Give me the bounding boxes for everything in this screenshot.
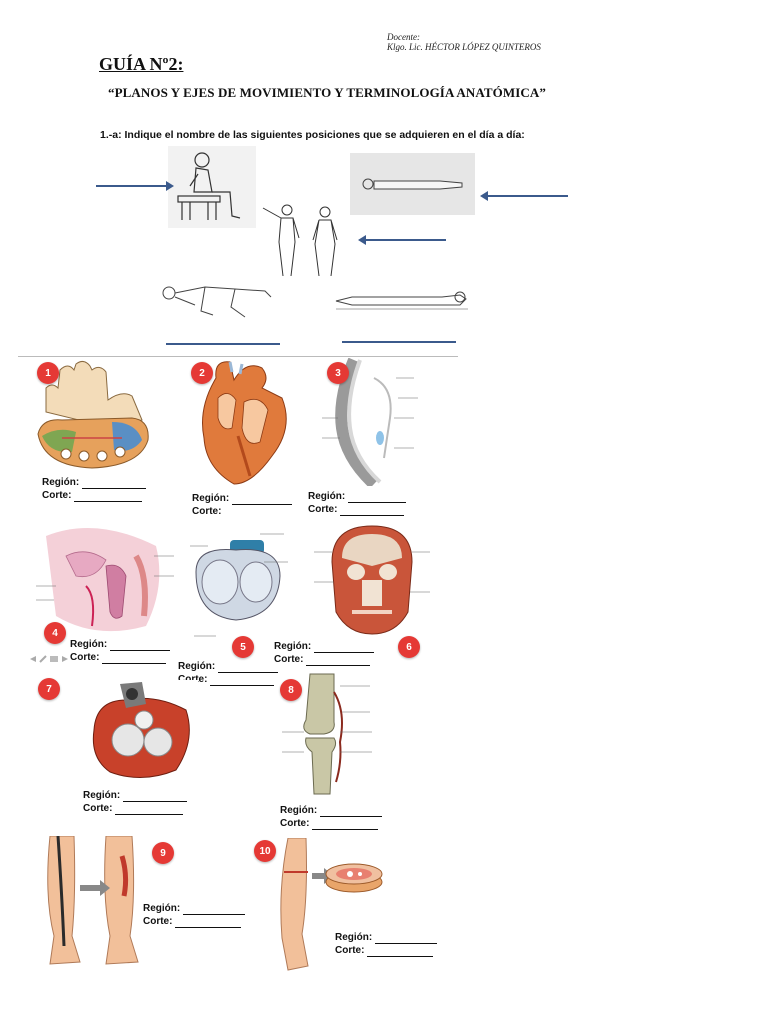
- section-divider: [18, 356, 458, 357]
- region-label: Región:: [335, 932, 373, 943]
- corte-label: Corte:: [83, 803, 113, 814]
- region-input-line[interactable]: [314, 644, 375, 653]
- figure-8-badge: 8: [280, 679, 302, 701]
- region-input-line[interactable]: [232, 496, 293, 505]
- corte-label: Corte:: [280, 818, 310, 829]
- corte-input-line[interactable]: [367, 948, 434, 957]
- corte-label: Corte:: [178, 674, 208, 685]
- region-label: Región:: [178, 661, 216, 672]
- region-label: Región:: [143, 903, 181, 914]
- corte-label: Corte:: [308, 504, 338, 515]
- figure-3-fields: Región: Corte:: [308, 490, 407, 516]
- figure-7-badge: 7: [38, 678, 60, 700]
- figure-1-badge: 1: [37, 362, 59, 384]
- figure-4-badge: 4: [44, 622, 66, 644]
- figure-1-fields: Región: Corte:: [42, 476, 147, 502]
- recovery-position-illustration: [162, 286, 272, 318]
- question-1a: 1.-a: Indique el nombre de las siguiente…: [100, 129, 525, 141]
- figure-8-fields: Región: Corte:: [280, 804, 383, 830]
- region-label: Región:: [308, 491, 346, 502]
- region-label: Región:: [42, 477, 80, 488]
- prone-person-illustration: [350, 153, 475, 215]
- figure-5-badge: 5: [232, 636, 254, 658]
- region-input-line[interactable]: [110, 642, 171, 651]
- sitting-person-illustration: [168, 146, 256, 228]
- corte-input-line[interactable]: [115, 806, 184, 815]
- corte-input-line[interactable]: [74, 493, 143, 502]
- figure-2-heart-section: [186, 358, 298, 488]
- figure-6-head-coronal: [310, 522, 434, 640]
- corte-label: Corte:: [42, 490, 72, 501]
- page-title: GUÍA Nº2:: [99, 54, 184, 74]
- figure-5-knee-meniscus: [186, 516, 290, 640]
- region-label: Región:: [274, 641, 312, 652]
- region-input-line[interactable]: [320, 808, 383, 817]
- figure-4-pelvis-sagittal: [36, 516, 176, 640]
- corte-label: Corte:: [274, 654, 304, 665]
- figure-7-fields: Región: Corte:: [83, 789, 188, 815]
- corte-input-line[interactable]: [210, 677, 275, 686]
- corte-input-line[interactable]: [312, 821, 379, 830]
- page-subtitle: “PLANOS Y EJES DE MOVIMIENTO Y TERMINOLO…: [108, 85, 546, 100]
- corte-label: Corte:: [335, 945, 365, 956]
- region-label: Región:: [70, 639, 108, 650]
- corte-label: Corte:: [70, 652, 100, 663]
- figure-10-arm-transverse: [280, 838, 383, 971]
- arrow-to-standing: [358, 235, 446, 245]
- figure-6-badge: 6: [398, 636, 420, 658]
- standing-figures-illustration: [262, 204, 338, 277]
- arrow-to-prone: [480, 191, 568, 201]
- region-label: Región:: [83, 790, 121, 801]
- figure-5-fields: Región: Corte:: [178, 660, 279, 686]
- answer-line-right[interactable]: [342, 341, 456, 343]
- corte-input-line[interactable]: [306, 657, 371, 666]
- figure-10-fields: Región: Corte:: [335, 931, 438, 957]
- figure-2-fields: Región: Corte:: [192, 492, 293, 518]
- figure-7-heart-valves: [86, 680, 198, 786]
- figure-9-fields: Región: Corte:: [143, 902, 246, 928]
- region-input-line[interactable]: [375, 935, 438, 944]
- region-input-line[interactable]: [82, 480, 147, 489]
- teacher-name: Klgo. Lic. HÉCTOR LÓPEZ QUINTEROS: [387, 42, 541, 52]
- figure-2-badge: 2: [191, 362, 213, 384]
- figure-9-badge: 9: [152, 842, 174, 864]
- region-input-line[interactable]: [123, 793, 188, 802]
- arrow-to-sitting: [96, 181, 174, 191]
- teacher-label: Docente:: [387, 32, 420, 42]
- region-input-line[interactable]: [348, 494, 407, 503]
- corte-label: Corte:: [143, 916, 173, 927]
- corte-label: Corte:: [192, 506, 222, 517]
- figure-10-badge: 10: [254, 840, 276, 862]
- toolbar-icons: [30, 655, 68, 663]
- corte-input-line[interactable]: [340, 507, 405, 516]
- figure-9-legs-section: [47, 836, 139, 965]
- figure-1-hand-section: [37, 360, 149, 469]
- figure-4-fields: Región: Corte:: [70, 638, 171, 664]
- region-label: Región:: [192, 493, 230, 504]
- figure-3-badge: 3: [327, 362, 349, 384]
- region-input-line[interactable]: [218, 664, 279, 673]
- corte-input-line[interactable]: [102, 655, 167, 664]
- answer-line-left[interactable]: [166, 343, 280, 345]
- region-input-line[interactable]: [183, 906, 246, 915]
- teacher-info: Docente: Klgo. Lic. HÉCTOR LÓPEZ QUINTER…: [387, 32, 541, 52]
- corte-input-line[interactable]: [175, 919, 242, 928]
- figure-6-fields: Región: Corte:: [274, 640, 375, 666]
- supine-person-illustration: [335, 291, 468, 310]
- region-label: Región:: [280, 805, 318, 816]
